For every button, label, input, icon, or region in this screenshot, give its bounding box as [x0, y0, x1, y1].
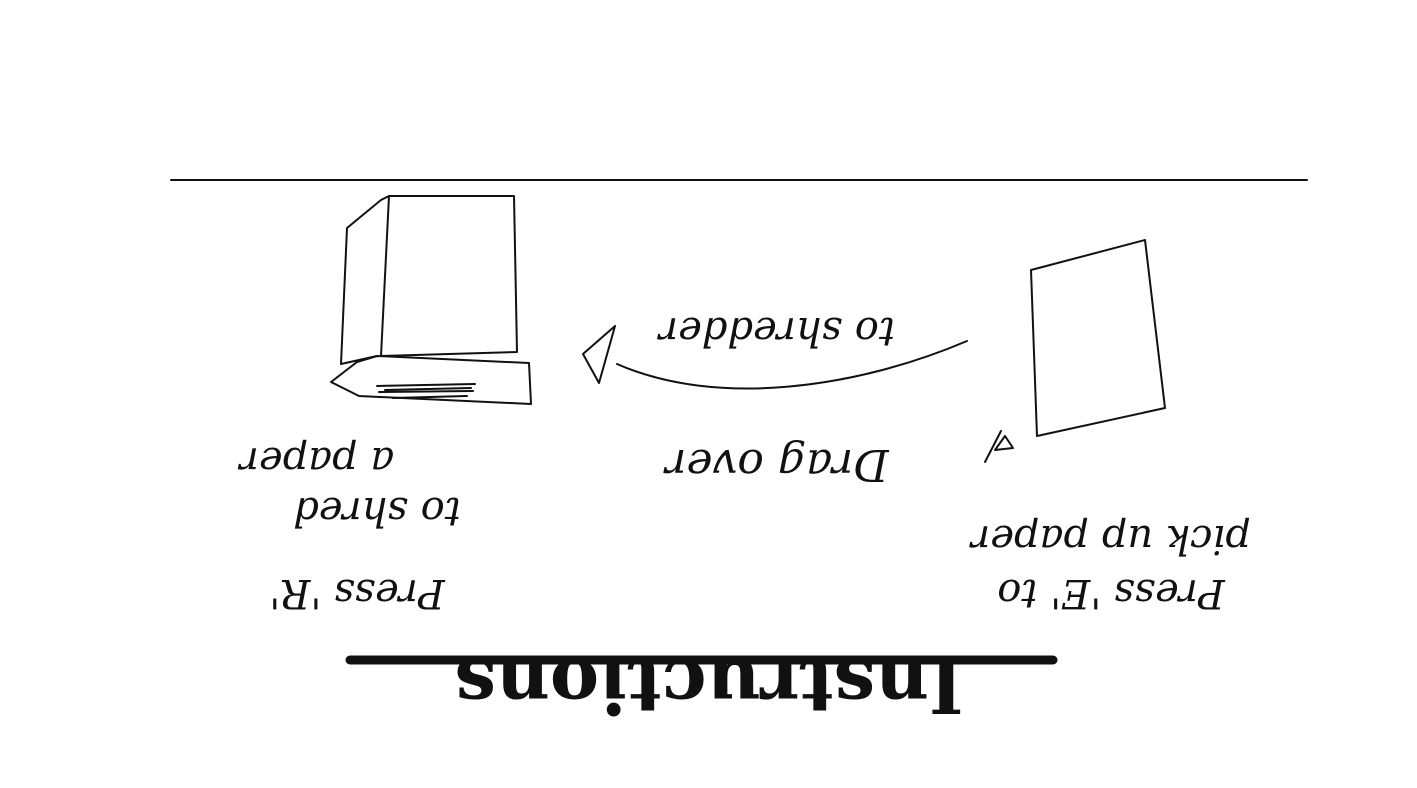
paper-icon — [1030, 239, 1166, 437]
step-drag: Drag over to shredder — [582, 308, 968, 490]
step-pick-up-line-1: Press 'E' to — [997, 570, 1226, 616]
drag-arrow-curve — [616, 340, 968, 390]
step-shred-line-2: to shred — [293, 488, 461, 534]
pointer-arrow-icon — [984, 430, 1014, 463]
step-shred-line-1: Press 'R' — [269, 570, 446, 616]
arrow-icon — [582, 325, 616, 384]
page-title: Instructions — [454, 642, 963, 728]
step-pick-up: Press 'E' to pick up paper — [968, 239, 1251, 616]
rotated-drawing: Instructions Press 'E' to pick up paper … — [170, 179, 1308, 728]
step-shred: Press 'R' to shred a paper — [237, 195, 532, 616]
shredder-icon — [330, 195, 532, 405]
step-pick-up-line-2: pick up paper — [968, 516, 1251, 562]
step-drag-line-2: to shredder — [656, 308, 895, 354]
step-shred-line-3: a paper — [237, 438, 394, 484]
step-drag-line-1: Drag over — [662, 439, 889, 490]
